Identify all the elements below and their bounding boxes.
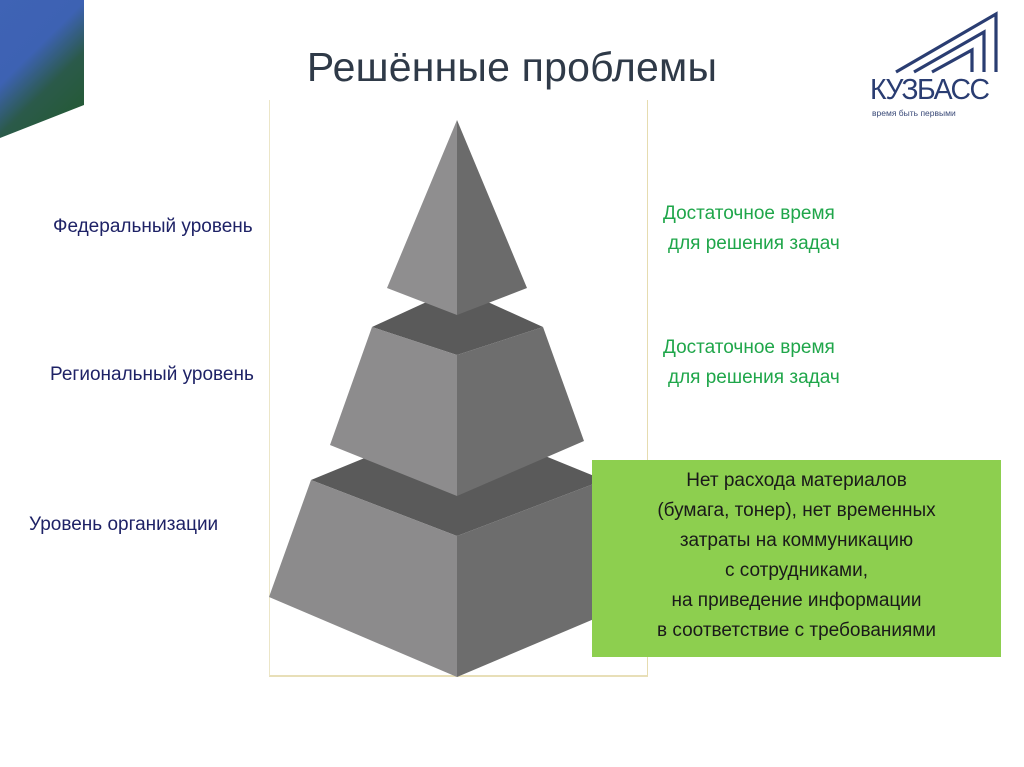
benefit-regional-line-2: для решения задач	[668, 367, 840, 388]
level-label-organization: Уровень организации	[29, 514, 219, 535]
benefit-organization-line-3: затраты на коммуникацию	[679, 530, 914, 551]
benefit-regional-line-1: Достаточное время	[663, 337, 835, 358]
benefit-organization-line-6: в соответствие с требованиями	[657, 620, 936, 641]
benefit-organization-line-2: (бумага, тонер), нет временных	[657, 500, 936, 521]
logo-mountain-icon	[895, 11, 998, 74]
page-title: Решённые проблемы	[0, 44, 1024, 91]
benefit-federal-line-1: Достаточное время	[663, 203, 835, 224]
logo-tagline: время быть первыми	[872, 108, 956, 118]
benefit-federal-line-2: для решения задач	[668, 233, 840, 254]
benefit-organization-line-5: на приведение информации	[671, 590, 922, 611]
level-label-regional: Региональный уровень	[50, 364, 254, 385]
level-label-federal: Федеральный уровень	[53, 216, 253, 237]
benefit-organization-line-1: Нет расхода материалов	[686, 470, 907, 491]
benefit-regional: Достаточное время для решения задач	[663, 333, 840, 393]
page-title-text: Решённые проблемы	[306, 44, 718, 90]
benefit-organization-box: Нет расхода материалов (бумага, тонер), …	[592, 460, 1001, 657]
benefit-federal: Достаточное время для решения задач	[663, 199, 840, 259]
corner-accent-shape	[0, 0, 84, 138]
logo-text: КУЗБАСС	[870, 74, 990, 106]
kuzbass-logo: КУЗБАСС время быть первыми	[866, 10, 1008, 122]
pyramid-tier-regional	[330, 288, 584, 496]
benefit-organization-line-4: с сотрудниками,	[724, 560, 868, 581]
pyramid-tier-federal	[387, 120, 527, 315]
